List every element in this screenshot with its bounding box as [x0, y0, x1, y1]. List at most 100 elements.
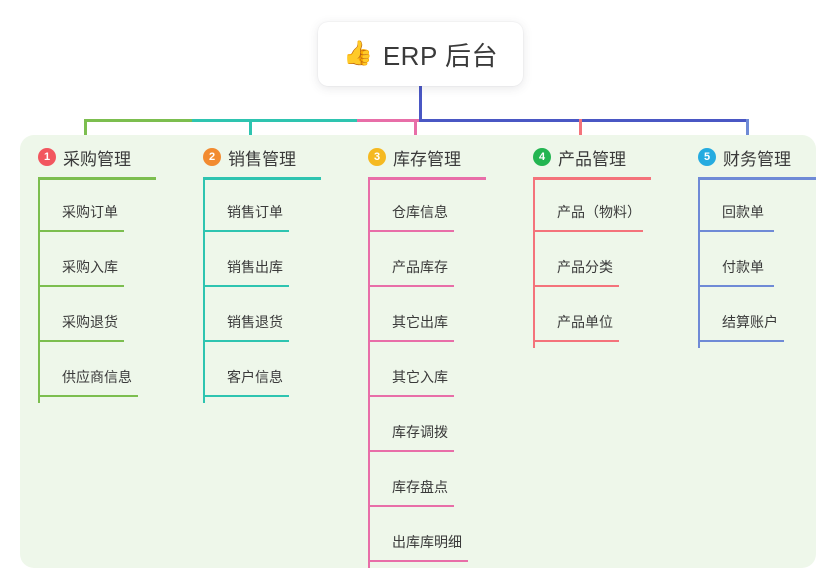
bus-segment-3: [357, 119, 419, 122]
branch-item-list: 回款单付款单结算账户: [698, 180, 816, 348]
branch-item-underline: [38, 340, 124, 342]
branch-item-label: 出库库明细: [392, 534, 462, 550]
branch-item[interactable]: 产品分类: [533, 235, 651, 290]
branch-item[interactable]: 销售订单: [203, 180, 321, 235]
branch-item[interactable]: 库存盘点: [368, 455, 486, 510]
drop-branch-4: [579, 119, 582, 145]
drop-branch-5: [746, 119, 749, 145]
branch-item-label: 产品单位: [557, 314, 613, 330]
drop-branch-3: [414, 119, 417, 145]
branch-item-label: 销售订单: [227, 204, 283, 220]
branch-item-label: 结算账户: [722, 314, 778, 330]
branch-number-badge: 2: [203, 148, 221, 166]
branch-title: 采购管理: [63, 149, 131, 169]
branch-underline: [533, 177, 651, 180]
branch-item[interactable]: 付款单: [698, 235, 816, 290]
branch-item-label: 库存盘点: [392, 479, 448, 495]
branch-spine: [203, 180, 205, 403]
branch-item[interactable]: 其它出库: [368, 290, 486, 345]
thumbs-up-icon: 👍: [342, 40, 373, 67]
branch-header-1[interactable]: 1 采购管理: [20, 145, 156, 169]
branch-header-4[interactable]: 4 产品管理: [515, 145, 651, 169]
branch-item-list: 销售订单销售出库销售退货客户信息: [203, 180, 321, 403]
branch-item-label: 回款单: [722, 204, 764, 220]
branch-item-underline: [203, 285, 289, 287]
branch-number-badge: 5: [698, 148, 716, 166]
branch-item[interactable]: 采购退货: [38, 290, 156, 345]
branch-item-underline: [698, 285, 774, 287]
branch-item[interactable]: 产品库存: [368, 235, 486, 290]
branch-item-label: 销售出库: [227, 259, 283, 275]
branch-column-4: 4 产品管理产品（物料） 产品分类产品单位: [515, 145, 651, 348]
drop-branch-2: [249, 119, 252, 145]
branch-item-underline: [38, 230, 124, 232]
branch-item-label: 产品（物料）: [557, 204, 641, 220]
branch-title: 库存管理: [393, 149, 461, 169]
branch-spine: [38, 180, 40, 403]
branch-item-underline: [203, 340, 289, 342]
branch-item[interactable]: 销售出库: [203, 235, 321, 290]
branch-item-underline: [533, 230, 643, 232]
branch-item-underline: [203, 395, 289, 397]
root-stem-connector: [419, 86, 422, 122]
branch-item[interactable]: 结算账户: [698, 290, 816, 345]
root-node-erp-backend[interactable]: 👍 ERP 后台: [318, 22, 523, 86]
branch-item-underline: [368, 230, 454, 232]
branch-header-5[interactable]: 5 财务管理: [680, 145, 816, 169]
branch-item-underline: [368, 395, 454, 397]
branch-item-underline: [368, 285, 454, 287]
branch-item-label: 供应商信息: [62, 369, 132, 385]
branch-item-label: 产品分类: [557, 259, 613, 275]
branch-item[interactable]: 回款单: [698, 180, 816, 235]
branch-column-5: 5 财务管理回款单付款单结算账户: [680, 145, 816, 348]
branch-spine: [533, 180, 535, 348]
bus-segment-1: [84, 119, 192, 122]
branch-column-2: 2 销售管理销售订单销售出库销售退货客户信息: [185, 145, 321, 403]
branch-item[interactable]: 库存调拨: [368, 400, 486, 455]
branch-underline: [38, 177, 156, 180]
branch-title: 产品管理: [558, 149, 626, 169]
branch-number-badge: 1: [38, 148, 56, 166]
branch-item[interactable]: 其它入库: [368, 345, 486, 400]
bus-segment-4: [419, 119, 749, 122]
branch-header-3[interactable]: 3 库存管理: [350, 145, 486, 169]
branch-item[interactable]: 产品单位: [533, 290, 651, 345]
branch-item-underline: [533, 285, 619, 287]
branch-item-list: 仓库信息产品库存其它出库其它入库库存调拨库存盘点出库库明细: [368, 180, 486, 568]
root-node-title: ERP 后台: [382, 40, 499, 71]
branch-item-underline: [38, 395, 138, 397]
branch-item-underline: [368, 505, 454, 507]
branch-item-list: 采购订单采购入库采购退货供应商信息: [38, 180, 156, 403]
branch-item-list: 产品（物料） 产品分类产品单位: [533, 180, 651, 348]
branch-item-label: 其它出库: [392, 314, 448, 330]
branch-item-underline: [38, 285, 124, 287]
branch-underline: [203, 177, 321, 180]
branch-item[interactable]: 仓库信息: [368, 180, 486, 235]
branch-number-badge: 4: [533, 148, 551, 166]
branch-item[interactable]: 销售退货: [203, 290, 321, 345]
branch-item-label: 其它入库: [392, 369, 448, 385]
branch-title: 财务管理: [723, 149, 791, 169]
branch-item-underline: [368, 450, 454, 452]
branch-item-label: 仓库信息: [392, 204, 448, 220]
branch-column-1: 1 采购管理采购订单采购入库采购退货供应商信息: [20, 145, 156, 403]
branch-item-underline: [368, 560, 468, 562]
branch-item-underline: [533, 340, 619, 342]
branch-item-underline: [368, 340, 454, 342]
branch-item-underline: [698, 340, 784, 342]
branch-item[interactable]: 客户信息: [203, 345, 321, 400]
branch-item-label: 客户信息: [227, 369, 283, 385]
branch-item[interactable]: 采购入库: [38, 235, 156, 290]
branch-number-badge: 3: [368, 148, 386, 166]
branch-item[interactable]: 出库库明细: [368, 510, 486, 565]
branch-header-2[interactable]: 2 销售管理: [185, 145, 321, 169]
branch-item[interactable]: 采购订单: [38, 180, 156, 235]
branch-title: 销售管理: [228, 149, 296, 169]
branch-column-3: 3 库存管理仓库信息产品库存其它出库其它入库库存调拨库存盘点出库库明细: [350, 145, 486, 568]
branch-item-underline: [698, 230, 774, 232]
branch-item-underline: [203, 230, 289, 232]
branch-item[interactable]: 产品（物料）: [533, 180, 651, 235]
branch-item-label: 库存调拨: [392, 424, 448, 440]
branch-item[interactable]: 供应商信息: [38, 345, 156, 400]
branch-spine: [698, 180, 700, 348]
